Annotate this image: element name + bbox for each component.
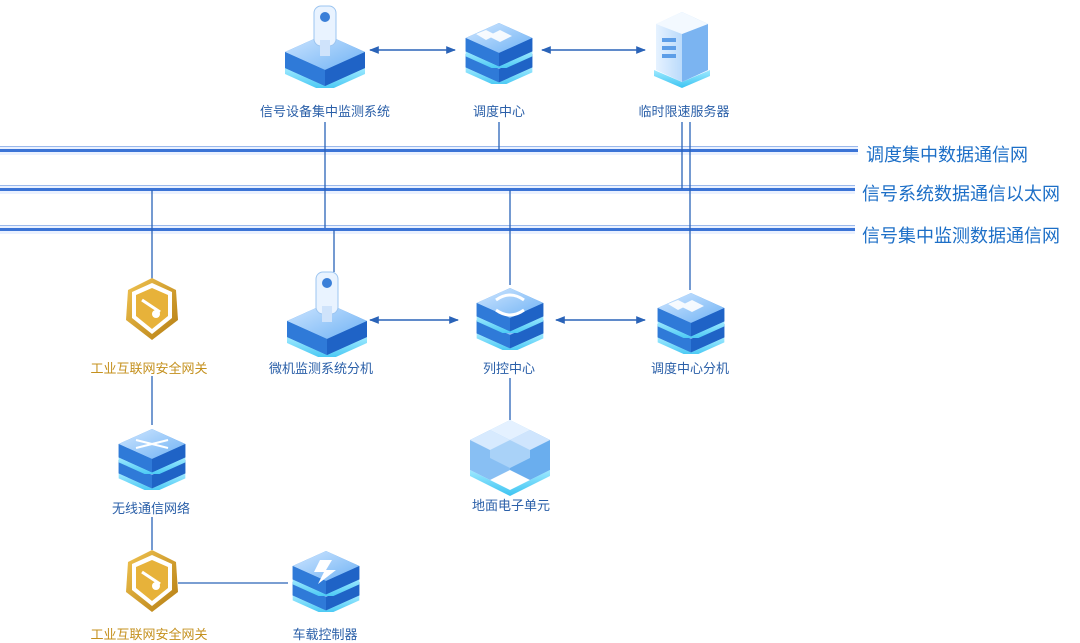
node-dispatch-center[interactable] <box>465 23 533 87</box>
label-ground-electronic-unit: 地面电子单元 <box>471 499 551 514</box>
label-gateway-1: 工业互联网安全网关 <box>90 362 208 377</box>
label-wireless-network: 无线通信网络 <box>111 502 191 517</box>
node-temp-speed-server[interactable] <box>654 12 710 88</box>
label-train-control-center: 列控中心 <box>482 362 536 377</box>
bus-label-dispatch-net: 调度集中数据通信网 <box>866 145 1028 166</box>
bus-label-monitor-net: 信号集中监测数据通信网 <box>862 226 1060 247</box>
node-train-control-center[interactable] <box>476 288 544 353</box>
label-micro-monitor-branch: 微机监测系统分机 <box>268 362 374 377</box>
lightning-module-icon <box>314 560 336 584</box>
server-stack-icon <box>668 300 704 312</box>
camera-device-icon <box>315 271 339 322</box>
bus-dispatch-net <box>0 146 858 155</box>
label-onboard-controller: 车载控制器 <box>292 628 358 643</box>
label-dispatch-branch: 调度中心分机 <box>650 362 730 377</box>
label-dispatch-center: 调度中心 <box>472 105 526 120</box>
node-gateway-1[interactable] <box>126 278 178 340</box>
node-ground-electronic-unit[interactable] <box>470 420 550 496</box>
label-gateway-2: 工业互联网安全网关 <box>90 628 208 643</box>
server-stack-icon <box>476 30 512 42</box>
node-onboard-controller[interactable] <box>292 551 360 615</box>
node-dispatch-branch[interactable] <box>657 293 725 357</box>
sync-module-icon <box>495 293 525 317</box>
network-switch-icon <box>135 439 169 449</box>
bus-label-signal-ethernet: 信号系统数据通信以太网 <box>862 184 1060 205</box>
link-arrows <box>369 46 646 324</box>
security-gateway-icon <box>126 550 178 612</box>
security-gateway-icon <box>126 278 178 340</box>
node-micro-monitor-branch[interactable] <box>287 271 367 361</box>
node-signal-monitoring-system[interactable] <box>285 5 365 92</box>
camera-device-icon <box>313 5 337 56</box>
cube-cluster-icon <box>470 420 550 496</box>
bus-monitor-net <box>0 225 855 234</box>
tower-server-icon <box>654 12 710 88</box>
bus-signal-ethernet <box>0 185 855 194</box>
label-signal-monitoring-system: 信号设备集中监测系统 <box>259 105 391 120</box>
node-gateway-2[interactable] <box>126 550 178 612</box>
connection-lines <box>151 122 691 584</box>
label-temp-speed-server: 临时限速服务器 <box>638 105 730 120</box>
node-wireless-network[interactable] <box>118 429 186 493</box>
